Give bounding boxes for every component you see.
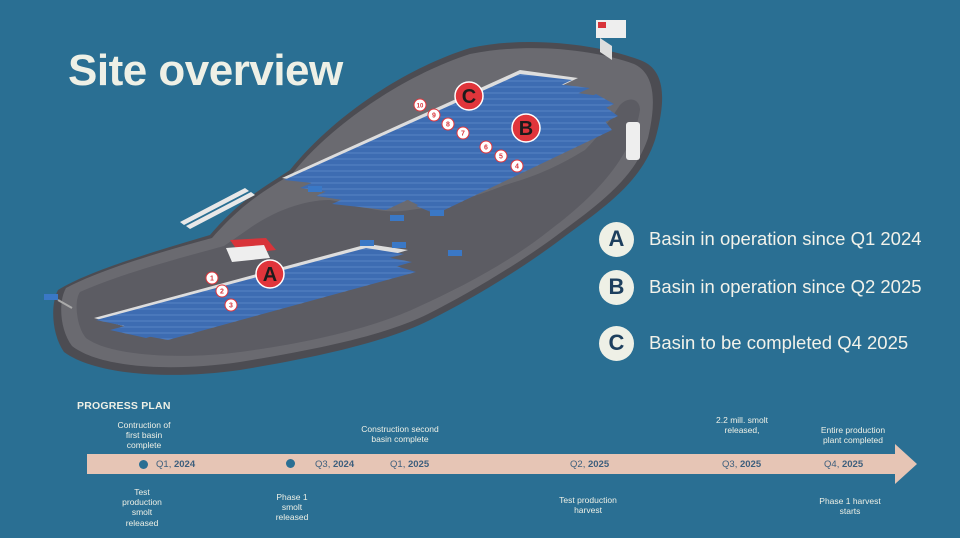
milestone-6-below: Phase 1 harvest starts <box>819 496 881 517</box>
legend-badge-c: C <box>599 325 634 361</box>
marker-b-label: B <box>519 118 533 140</box>
marker-5-label: 5 <box>499 154 503 161</box>
legend-item-c: C Basin to be completed Q4 2025 <box>599 325 908 361</box>
marker-2-label: 2 <box>220 289 224 296</box>
marker-4-label: 4 <box>515 164 519 171</box>
basin-a <box>94 244 416 340</box>
pier-left <box>44 294 73 309</box>
milestone-1-quarter: Q1, 2024 <box>156 459 196 470</box>
vehicles <box>308 186 462 256</box>
red-buildings <box>226 238 276 262</box>
progress-plan-title: PROGRESS PLAN <box>77 400 171 412</box>
milestone-6-above: Entire production plant completed <box>820 425 886 446</box>
milestone-dot-1 <box>139 460 148 469</box>
legend-text-c: Basin to be completed Q4 2025 <box>649 332 909 353</box>
marker-9-label: 9 <box>432 113 436 120</box>
milestone-4-below: Test production harvest <box>559 495 617 516</box>
marker-10: 10 <box>413 98 427 112</box>
marker-b: B <box>511 113 541 143</box>
marker-c-label: C <box>462 86 476 108</box>
milestone-5-quarter: Q3, 2025 <box>722 459 762 470</box>
milestone-6-quarter: Q4, 2025 <box>824 459 864 470</box>
legend-badge-a: A <box>599 221 634 257</box>
marker-8-label: 8 <box>446 122 450 129</box>
marker-c: C <box>454 81 484 111</box>
marker-1-label: 1 <box>210 276 214 283</box>
marker-a-label: A <box>263 264 277 286</box>
marker-6-label: 6 <box>484 145 488 152</box>
legend-item-a: A Basin in operation since Q1 2024 <box>599 221 922 257</box>
milestone-2-quarter: Q3, 2024 <box>315 459 355 470</box>
marker-10-label: 10 <box>417 104 424 110</box>
milestone-1-above: Contruction of first basin complete <box>117 420 171 451</box>
white-tanks <box>626 122 640 160</box>
marker-5: 5 <box>494 149 508 163</box>
marker-8: 8 <box>441 117 455 131</box>
marker-3: 3 <box>224 298 238 312</box>
ship <box>596 20 626 60</box>
marker-7-label: 7 <box>461 131 465 138</box>
legend-text-b: Basin in operation since Q2 2025 <box>649 276 922 297</box>
legend-item-b: B Basin in operation since Q2 2025 <box>599 269 922 305</box>
site-map: A B C 1 2 3 4 5 6 7 8 9 10 <box>44 20 663 375</box>
milestone-1-below: Test production smolt released <box>122 487 162 528</box>
page-title: Site overview <box>68 46 343 95</box>
marker-1: 1 <box>205 271 219 285</box>
milestone-3-above: Construction second basin complete <box>361 424 439 445</box>
milestone-4-quarter: Q2, 2025 <box>570 459 610 470</box>
legend-text-a: Basin in operation since Q1 2024 <box>649 228 922 249</box>
milestone-3-quarter: Q1, 2025 <box>390 459 430 470</box>
marker-a: A <box>255 259 285 289</box>
marker-6: 6 <box>479 140 493 154</box>
milestone-2-below: Phase 1 smolt released <box>275 492 309 523</box>
marker-2: 2 <box>215 284 229 298</box>
marker-4: 4 <box>510 159 524 173</box>
legend-badge-b: B <box>599 269 634 305</box>
solar-arrays <box>180 188 255 229</box>
milestone-5-above: 2.2 mill. smolt released, <box>716 415 768 436</box>
marker-9: 9 <box>427 108 441 122</box>
marker-7: 7 <box>456 126 470 140</box>
marker-3-label: 3 <box>229 303 233 310</box>
milestone-dot-2 <box>286 459 295 468</box>
